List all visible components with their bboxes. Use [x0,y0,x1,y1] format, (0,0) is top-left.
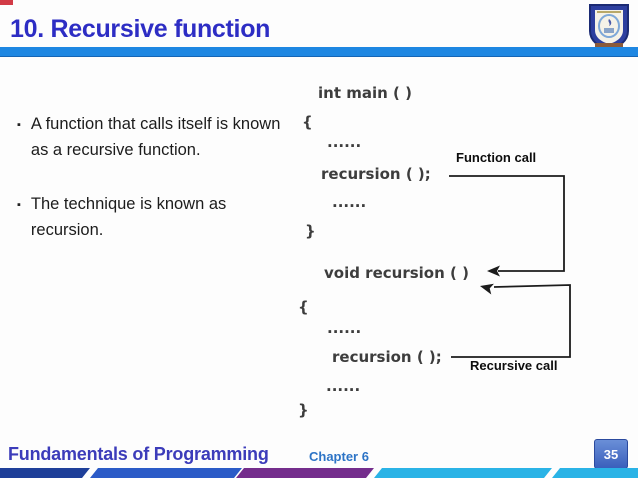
recursive-call-arrowhead-icon [480,283,494,295]
title-underline-bar [0,47,638,57]
bar-segment-blue [90,468,242,478]
screen-corner-artifact [0,0,13,5]
bar-segment-purple [236,468,374,478]
bar-segment-cyan [374,468,552,478]
university-crest-icon [589,4,629,52]
code-line-ellipsis: ...... [327,133,362,151]
code-line-recursion-call: recursion ( ); [321,165,431,183]
code-line-ellipsis: ...... [326,377,361,395]
footer-course-title: Fundamentals of Programming [8,444,269,464]
bottom-accent-bar [0,468,638,478]
bullet-square-icon: ▪ [17,199,21,212]
bar-segment-navy [0,468,90,478]
code-line-ellipsis: ...... [327,319,362,337]
code-line-close-brace: } [298,401,309,419]
code-line-ellipsis: ...... [332,193,367,211]
bullet-list: ▪ A function that calls itself is known … [13,112,289,272]
code-line-recursion-signature: void recursion ( ) [324,264,469,282]
slide-title: 10. Recursive function [10,15,271,43]
function-call-arrowhead-icon [487,265,500,277]
code-line-main-signature: int main ( ) [318,84,412,102]
bar-segment-cyan [552,468,638,478]
recursive-call-label: Recursive call [470,358,558,373]
bullet-text: A function that calls itself is known as… [30,115,281,159]
page-number-badge: 35 [594,439,628,469]
code-line-close-brace: } [305,222,316,240]
code-line-open-brace: { [302,113,313,131]
function-call-label: Function call [456,150,537,165]
bullet-square-icon: ▪ [17,119,21,131]
footer-chapter-label: Chapter 6 [309,449,369,464]
list-item: ▪ A function that calls itself is known … [13,112,289,163]
function-call-arrow [449,175,565,272]
bullet-text: The technique is known as recursion. [30,195,227,239]
code-line-recursive-call: recursion ( ); [332,348,442,366]
recursive-call-arrow [451,284,571,358]
list-item: ▪ The technique is known as recursion. [13,192,289,243]
code-line-open-brace: { [298,298,309,316]
